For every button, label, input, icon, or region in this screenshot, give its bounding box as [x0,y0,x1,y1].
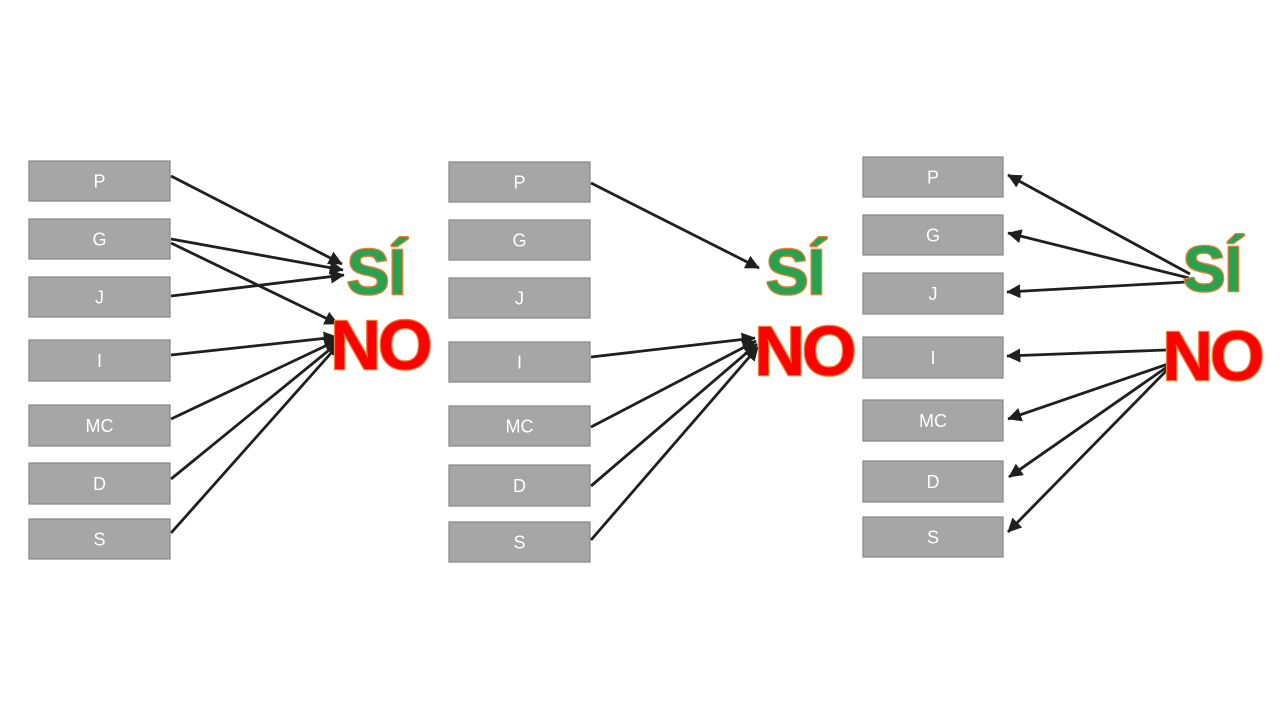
node-rect [448,521,591,563]
node-rect [28,276,171,318]
node-box-p: P [448,161,591,203]
arrow-d-to-no [170,340,340,481]
node-label: D [927,472,940,492]
node-label: I [97,351,102,371]
node-label: G [512,231,526,251]
arrow-p-to-si [170,174,343,266]
node-rect [862,336,1004,379]
node-box-p: P [862,156,1004,198]
node-box-i: I [448,341,591,383]
node-box-s: S [862,516,1004,558]
node-label: S [513,533,525,553]
arrow-g-to-si [170,237,344,275]
node-rect [862,460,1004,503]
node-label: J [929,284,938,304]
node-label: S [927,528,939,548]
node-box-s: S [448,521,591,563]
node-rect [448,405,591,447]
node-rect [28,518,171,560]
node-rect [448,277,591,319]
node-rect [28,218,171,260]
arrow-no-to-s [1007,368,1169,533]
node-rect [862,214,1004,256]
node-rect [448,341,591,383]
node-box-j: J [28,276,171,318]
arrow-no-to-i [1006,348,1167,363]
node-label: D [513,476,526,496]
no-label: NO [331,306,431,384]
arrow-d-to-no [590,342,758,488]
arrow-s-to-no [589,346,760,541]
node-box-p: P [28,160,171,202]
node-box-j: J [448,277,591,319]
arrow-i-to-no [590,332,756,359]
node-rect [862,399,1004,442]
arrow-p-to-si [590,181,760,270]
node-rect [28,404,171,447]
node-label: MC [919,411,947,431]
node-rect [448,464,591,507]
node-box-d: D [448,464,591,507]
node-box-j: J [862,272,1004,315]
node-label: J [95,288,104,308]
node-label: MC [506,417,534,437]
node-box-mc: MC [28,404,171,447]
node-box-i: I [28,339,171,382]
node-box-mc: MC [862,399,1004,442]
node-rect [862,156,1004,198]
arrow-mc-to-no [170,338,339,421]
node-box-g: G [862,214,1004,256]
node-box-d: D [862,460,1004,503]
node-box-i: I [862,336,1004,379]
node-box-g: G [28,218,171,260]
arrow-si-to-g [1007,229,1190,280]
node-label: MC [86,416,114,436]
node-label: D [93,474,106,494]
node-rect [28,160,171,202]
node-rect [862,272,1004,315]
node-label: J [515,289,524,309]
node-rect [448,161,591,203]
node-box-mc: MC [448,405,591,447]
node-label: G [926,226,940,246]
arrow-si-to-p [1007,173,1191,276]
node-rect [862,516,1004,558]
node-rect [28,462,171,505]
node-label: I [517,353,522,373]
node-label: G [92,230,106,250]
node-label: I [930,348,935,368]
arrow-no-to-d [1008,365,1168,479]
si-label: SÍ [766,236,828,308]
node-rect [448,219,591,261]
arrow-g-to-no [170,241,339,326]
arrow-i-to-no [170,331,338,357]
node-label: P [513,173,525,193]
node-label: P [93,172,105,192]
arrow-no-to-mc [1007,362,1169,422]
no-label: NO [1163,317,1263,395]
arrow-mc-to-no [590,339,757,429]
node-box-s: S [28,518,171,560]
node-box-g: G [448,219,591,261]
arrow-si-to-j [1006,280,1188,299]
node-rect [28,339,171,382]
no-label: NO [755,312,855,390]
node-box-d: D [28,462,171,505]
arrow-s-to-no [169,342,342,534]
diagram-right: P G J I MC D S SÍ NO [862,156,1266,558]
node-label: S [93,530,105,550]
si-label: SÍ [1183,233,1245,305]
si-label: SÍ [347,236,409,308]
node-label: P [927,168,939,188]
